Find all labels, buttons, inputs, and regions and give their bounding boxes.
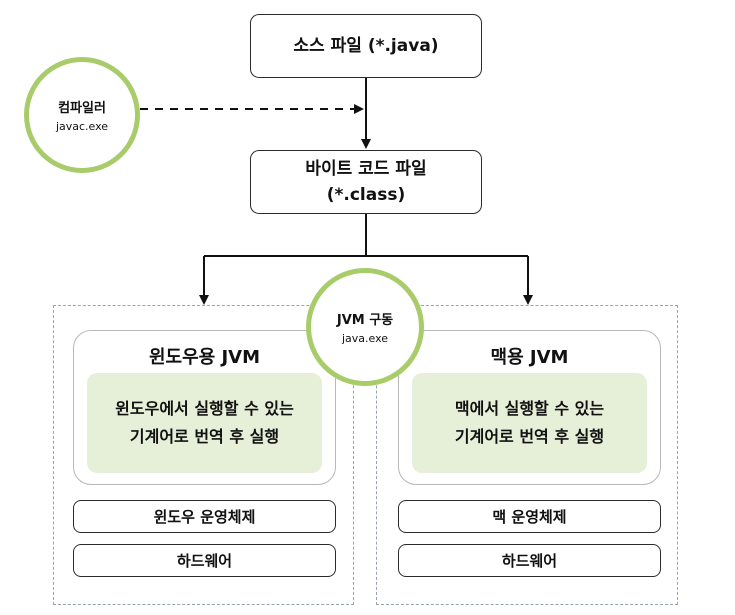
mac-hardware-box: 하드웨어 [398,544,661,577]
bytecode-branch-line [204,214,367,257]
mac-desc-line1: 맥에서 실행할 수 있는 [454,399,605,418]
compiler-sub: javac.exe [55,120,109,133]
windows-hardware-box: 하드웨어 [73,544,336,577]
mac-jvm-description: 맥에서 실행할 수 있는 기계어로 번역 후 실행 [412,373,647,473]
compiler-title: 컴파일러 [58,101,106,116]
windows-jvm-description: 윈도우에서 실행할 수 있는 기계어로 번역 후 실행 [87,373,322,473]
mac-desc-line2: 기계어로 번역 후 실행 [454,427,605,446]
jvm-run-title: JVM 구동 [336,313,394,328]
windows-os-box: 윈도우 운영체제 [73,500,336,533]
windows-hardware-label: 하드웨어 [176,552,233,570]
jvm-run-circle: JVM 구동 java.exe [306,268,424,386]
mac-jvm-panel: 맥용 JVM 맥에서 실행할 수 있는 기계어로 번역 후 실행 [398,330,661,485]
bytecode-file-box: 바이트 코드 파일 (*.class) [250,150,482,214]
source-file-label: 소스 파일 (*.java) [293,35,439,56]
compiler-circle: 컴파일러 javac.exe [24,57,140,173]
windows-desc-line1: 윈도우에서 실행할 수 있는 [115,399,294,418]
bytecode-file-line2: (*.class) [326,185,406,205]
mac-os-label: 맥 운영체제 [492,508,567,526]
windows-desc-line2: 기계어로 번역 후 실행 [129,427,280,446]
windows-os-label: 윈도우 운영체제 [153,508,256,526]
windows-column-frame [53,305,354,605]
windows-jvm-title: 윈도우용 JVM [148,347,261,368]
jvm-run-sub: java.exe [341,332,389,345]
bytecode-file-line1: 바이트 코드 파일 [305,158,427,179]
mac-column-frame [376,305,678,605]
source-file-box: 소스 파일 (*.java) [250,14,482,78]
mac-jvm-title: 맥용 JVM [490,347,569,368]
mac-os-box: 맥 운영체제 [398,500,661,533]
windows-jvm-panel: 윈도우용 JVM 윈도우에서 실행할 수 있는 기계어로 번역 후 실행 [73,330,336,485]
mac-hardware-label: 하드웨어 [501,552,558,570]
